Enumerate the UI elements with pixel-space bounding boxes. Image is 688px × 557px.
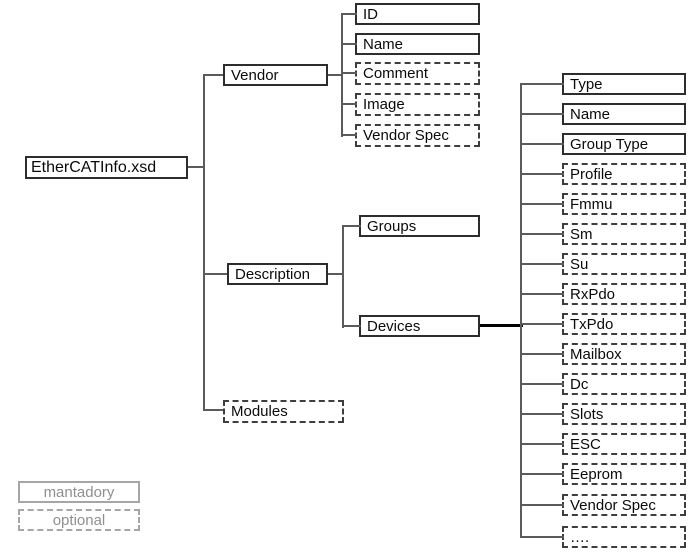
connector-stub-description bbox=[203, 273, 227, 275]
node-type: Type bbox=[521, 73, 686, 95]
node-mailbox: Mailbox bbox=[521, 343, 686, 365]
connector-vendor-out bbox=[328, 74, 343, 76]
node-rxpdo: RxPdo bbox=[521, 283, 686, 305]
node-device-name: Name bbox=[521, 103, 686, 125]
node-image: Image bbox=[342, 93, 480, 116]
node-ellipsis: …. bbox=[521, 526, 686, 548]
node-comment: Comment bbox=[342, 62, 480, 85]
connector-trunk-left bbox=[203, 74, 205, 411]
node-su: Su bbox=[521, 253, 686, 275]
node-group-type: Group Type bbox=[521, 133, 686, 155]
connector-line-root bbox=[188, 166, 204, 168]
node-modules: Modules bbox=[223, 400, 344, 423]
node-description: Description bbox=[227, 263, 328, 285]
node-vendor: Vendor bbox=[223, 64, 328, 86]
node-ethercatinfo-xsd: EtherCATInfo.xsd bbox=[25, 156, 188, 179]
node-eeprom: Eeprom bbox=[521, 463, 686, 485]
connector-stub-vendor bbox=[203, 74, 223, 76]
node-device-vendor-spec: Vendor Spec bbox=[521, 494, 686, 516]
node-id: ID bbox=[342, 3, 480, 25]
node-sm: Sm bbox=[521, 223, 686, 245]
connector-description-out bbox=[328, 273, 344, 275]
connector-stub-modules bbox=[203, 409, 223, 411]
connector-devices-out bbox=[480, 324, 523, 327]
node-dc: Dc bbox=[521, 373, 686, 395]
node-fmmu: Fmmu bbox=[521, 193, 686, 215]
legend-mandatory-box: mantadory bbox=[18, 481, 140, 503]
node-vendor-spec: Vendor Spec bbox=[342, 124, 480, 147]
connector-trunk-devices bbox=[520, 83, 522, 538]
legend-optional-box: optional bbox=[18, 509, 140, 531]
node-groups: Groups bbox=[344, 215, 480, 237]
node-txpdo: TxPdo bbox=[521, 313, 686, 335]
node-profile: Profile bbox=[521, 163, 686, 185]
connector-bracket-vendor bbox=[341, 13, 343, 137]
node-slots: Slots bbox=[521, 403, 686, 425]
node-devices: Devices bbox=[344, 315, 480, 337]
node-name: Name bbox=[342, 33, 480, 55]
connector-bracket-description bbox=[342, 225, 344, 328]
node-esc: ESC bbox=[521, 433, 686, 455]
